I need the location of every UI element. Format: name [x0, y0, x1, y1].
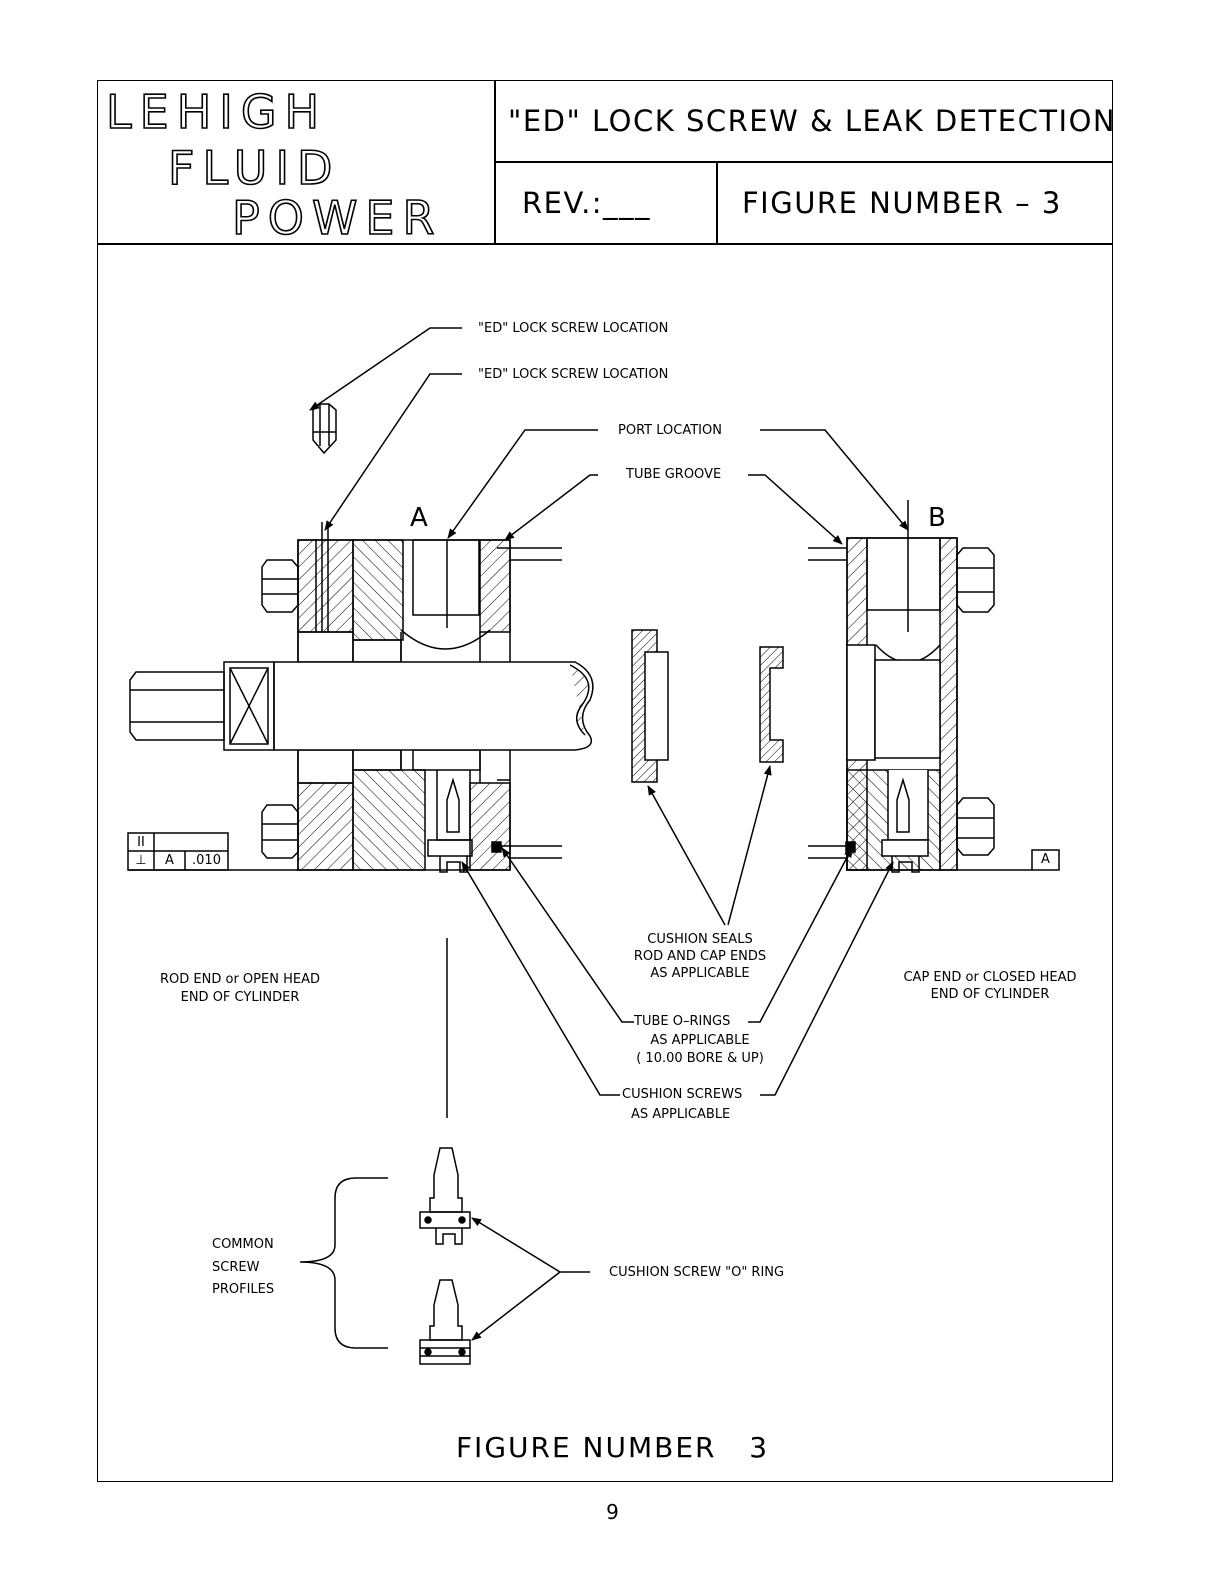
- svg-text:POWER: POWER: [232, 191, 442, 240]
- brace-icon: [299, 1177, 388, 1349]
- common-profiles-label-3: PROFILES: [212, 1282, 275, 1297]
- tolerance-parallel-symbol: II: [137, 835, 145, 850]
- tube-orings-label-2: AS APPLICABLE: [650, 1033, 750, 1048]
- title-block-bottom-line: [97, 243, 1113, 245]
- tube-groove-label: TUBE GROOVE: [626, 467, 722, 482]
- cushion-seals-label-1: CUSHION SEALS: [647, 932, 753, 947]
- cap-end-label-2: END OF CYLINDER: [930, 987, 1050, 1002]
- ed-lock-screw-label-2: "ED" LOCK SCREW LOCATION: [478, 367, 669, 382]
- tube-orings-label-1: TUBE O–RINGS: [634, 1014, 731, 1029]
- cushion-screw-oring-label: CUSHION SCREW "O" RING: [609, 1265, 785, 1280]
- svg-text:FLUID: FLUID: [168, 141, 340, 195]
- cushion-screws-label-1: CUSHION SCREWS: [622, 1087, 743, 1102]
- revision-field: REV.:___: [522, 186, 652, 220]
- tube-orings-label-3: ( 10.00 BORE & UP): [636, 1051, 764, 1066]
- cushion-screws-label-2: AS APPLICABLE: [631, 1107, 731, 1122]
- piston-rod: [129, 661, 594, 751]
- company-logo: LEHIGH FLUID POWER: [105, 84, 442, 240]
- common-profiles-label-1: COMMON: [212, 1237, 274, 1252]
- svg-text:LEHIGH: LEHIGH: [106, 85, 327, 139]
- figure-caption: FIGURE NUMBER 3: [455, 1431, 770, 1464]
- rod-end-label-2: END OF CYLINDER: [180, 990, 300, 1005]
- rod-end-label-1: ROD END or OPEN HEAD: [160, 972, 320, 987]
- logo-line2: FLUID: [168, 141, 340, 195]
- figure-number-title: FIGURE NUMBER – 3: [742, 186, 1062, 220]
- title-block-divider-horizontal: [494, 161, 1113, 163]
- common-profiles-label-2: SCREW: [212, 1260, 260, 1275]
- title-block-divider-rev: [716, 161, 718, 244]
- logo-line3: POWER: [232, 191, 442, 240]
- tolerance-perpendicular-symbol: ⊥: [135, 853, 147, 868]
- section-letter-b: B: [928, 503, 946, 533]
- cushion-screw-profile-1-icon: [419, 1147, 471, 1245]
- cushion-seals-label-2: ROD AND CAP ENDS: [633, 949, 767, 964]
- ed-lock-screw-icon: [312, 403, 337, 455]
- datum-box: [1031, 849, 1060, 871]
- page-number: 9: [606, 1500, 619, 1524]
- tolerance-value: .010: [192, 853, 221, 868]
- ed-lock-screw-label-1: "ED" LOCK SCREW LOCATION: [478, 321, 669, 336]
- logo-line1: LEHIGH: [106, 85, 327, 139]
- section-letter-a: A: [410, 503, 428, 533]
- cushion-seals-label-3: AS APPLICABLE: [650, 966, 750, 981]
- datum-a-label: A: [1041, 852, 1050, 867]
- cushion-seals: [631, 629, 784, 783]
- tolerance-datum-ref: A: [165, 853, 174, 868]
- cap-end-label-1: CAP END or CLOSED HEAD: [903, 970, 1077, 985]
- port-location-label: PORT LOCATION: [618, 423, 722, 438]
- cushion-screw-profile-2-icon: [419, 1279, 471, 1365]
- drawing-title: "ED" LOCK SCREW & LEAK DETECTION: [508, 104, 1117, 138]
- drawing-frame: [97, 80, 1113, 1482]
- cap-end-head: [808, 500, 995, 873]
